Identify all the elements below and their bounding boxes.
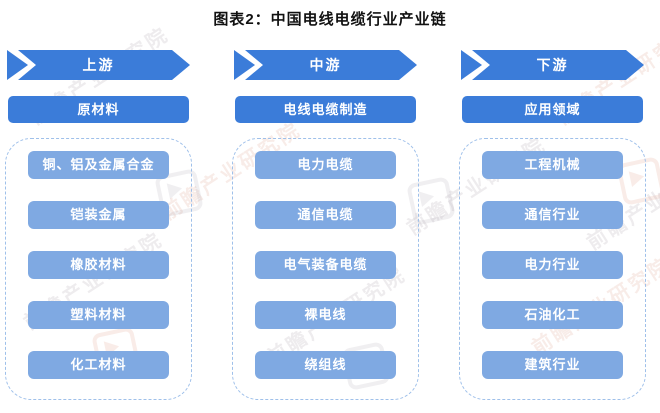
stage-label: 下游 [536, 57, 569, 73]
item: 电力电缆 [255, 151, 396, 179]
items-group: 电力电缆 通信电缆 电气装备电缆 裸电线 绕组线 [232, 138, 419, 400]
stage-label: 上游 [82, 57, 115, 73]
column-upstream: 上游 原材料 铜、铝及金属合金 铠装金属 橡胶材料 塑料材料 化工材料 [5, 50, 192, 400]
column-midstream: 中游 电线电缆制造 电力电缆 通信电缆 电气装备电缆 裸电线 绕组线 [232, 50, 419, 400]
item: 工程机械 [482, 151, 623, 179]
item: 电气装备电缆 [255, 251, 396, 279]
item: 绕组线 [255, 351, 396, 379]
stage-banner-downstream: 下游 [459, 50, 646, 80]
page-title: 图表2：中国电线电缆行业产业链 [213, 11, 447, 28]
item: 橡胶材料 [28, 251, 169, 279]
item: 铜、铝及金属合金 [28, 151, 169, 179]
stage-banner-upstream: 上游 [5, 50, 192, 80]
category-box: 原材料 [8, 96, 189, 123]
item: 石油化工 [482, 301, 623, 329]
stage-banner-midstream: 中游 [232, 50, 419, 80]
item: 建筑行业 [482, 351, 623, 379]
item: 塑料材料 [28, 301, 169, 329]
items-group: 工程机械 通信行业 电力行业 石油化工 建筑行业 [459, 138, 646, 400]
item: 电力行业 [482, 251, 623, 279]
stage-arrow-shape [7, 50, 190, 80]
category-box: 电线电缆制造 [235, 96, 416, 123]
category-box: 应用领域 [462, 96, 643, 123]
item: 铠装金属 [28, 201, 169, 229]
stage-label: 中游 [309, 57, 342, 73]
item: 通信电缆 [255, 201, 396, 229]
stage-arrow-shape [234, 50, 417, 80]
item: 裸电线 [255, 301, 396, 329]
column-downstream: 下游 应用领域 工程机械 通信行业 电力行业 石油化工 建筑行业 [459, 50, 646, 400]
items-group: 铜、铝及金属合金 铠装金属 橡胶材料 塑料材料 化工材料 [5, 138, 192, 400]
item: 通信行业 [482, 201, 623, 229]
item: 化工材料 [28, 351, 169, 379]
stage-arrow-shape [461, 50, 644, 80]
